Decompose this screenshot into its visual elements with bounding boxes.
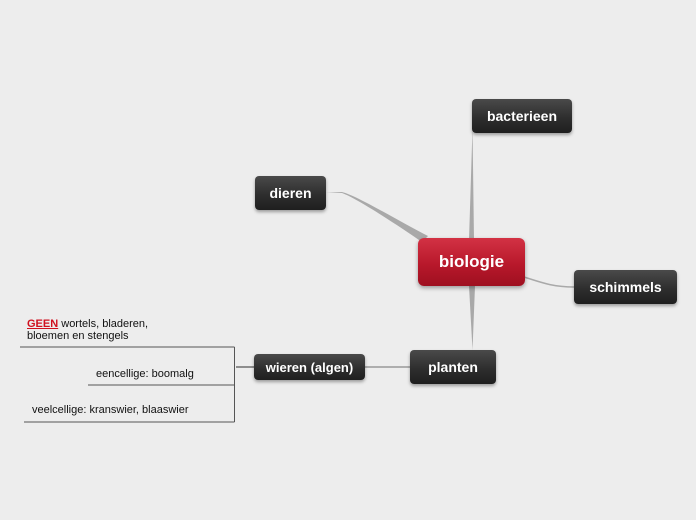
note-veelcellige[interactable]: veelcellige: kranswier, blaaswier [32, 404, 189, 416]
connector-bacterieen [469, 128, 474, 240]
note-geen[interactable]: GEEN wortels, bladeren, bloemen en steng… [27, 318, 227, 342]
node-biologie-label: biologie [438, 252, 505, 271]
node-schimmels-label: schimmels [589, 279, 662, 295]
note-eencellige-text: eencellige: boomalg [96, 368, 194, 380]
connector-schimmels [523, 276, 575, 288]
connector-planten [469, 286, 475, 350]
note-geen-text-2: bloemen en stengels [27, 330, 129, 342]
note-eencellige[interactable]: eencellige: boomalg [96, 368, 194, 380]
node-schimmels[interactable]: schimmels [574, 270, 677, 304]
node-planten[interactable]: planten [410, 350, 496, 384]
node-dieren-label: dieren [269, 185, 312, 201]
node-biologie[interactable]: biologie [418, 238, 525, 286]
connector-dieren [326, 192, 428, 242]
node-bacterieen-label: bacterieen [486, 108, 558, 124]
node-wieren-label: wieren (algen) [265, 359, 354, 375]
node-dieren[interactable]: dieren [255, 176, 326, 210]
node-bacterieen[interactable]: bacterieen [472, 99, 572, 133]
note-geen-highlight: GEEN [27, 318, 59, 330]
note-geen-text-1: wortels, bladeren, [58, 318, 149, 330]
note-veelcellige-text: veelcellige: kranswier, blaaswier [32, 404, 189, 416]
node-wieren[interactable]: wieren (algen) [254, 354, 365, 380]
node-planten-label: planten [428, 359, 478, 375]
